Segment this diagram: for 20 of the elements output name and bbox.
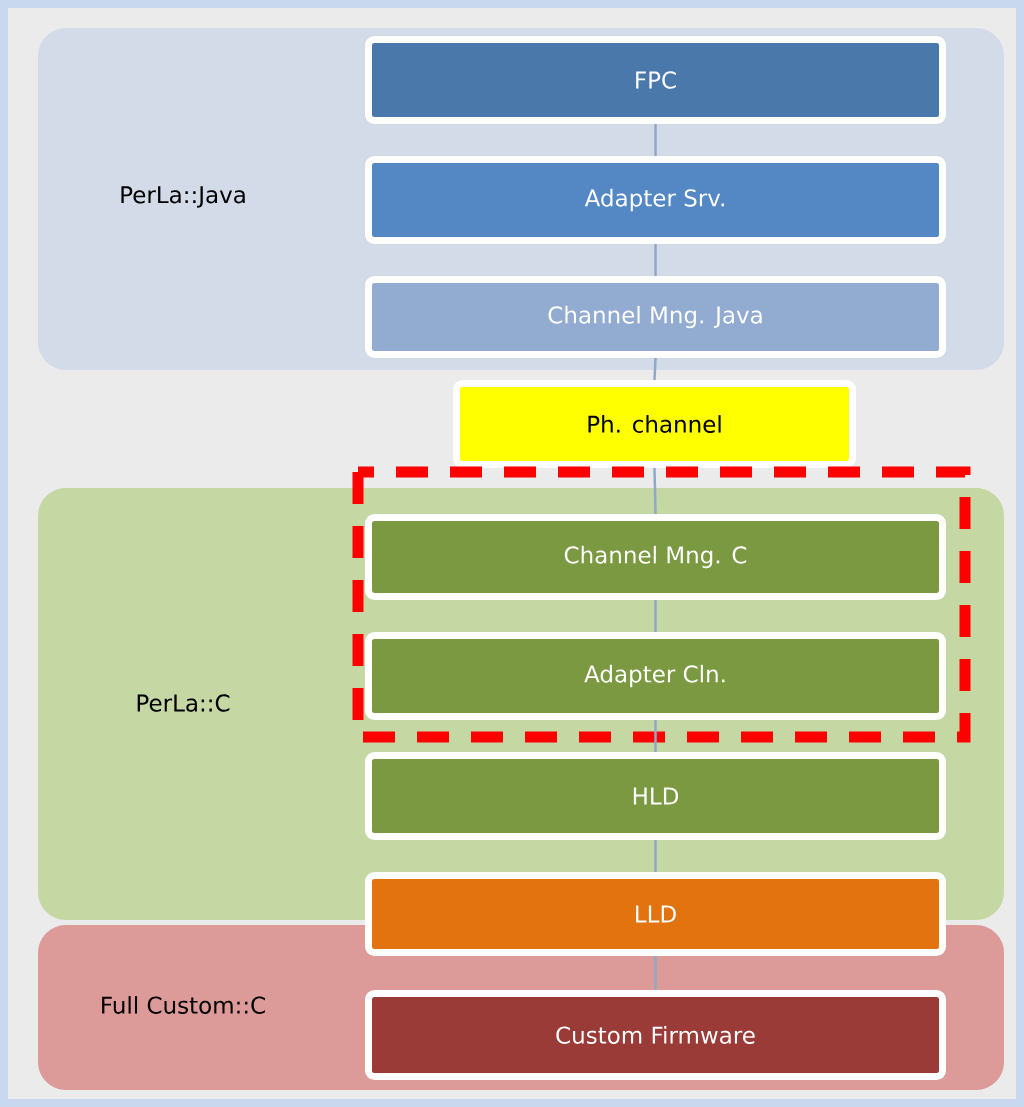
connector-line	[654, 840, 657, 872]
layer-label: Full Custom::C	[102, 996, 265, 1014]
layer-box: Adapter Srv.	[365, 156, 946, 244]
connector-line	[654, 720, 657, 752]
connector-line	[654, 124, 657, 156]
layer-box: Channel Mng. Java	[365, 276, 946, 358]
layer-box: HLD	[365, 752, 946, 840]
layer-box: Adapter Cln.	[365, 632, 946, 720]
connector-line	[654, 600, 657, 632]
connector-line	[654, 244, 657, 276]
connector-line	[654, 956, 657, 990]
connector-line	[653, 357, 657, 381]
layer-label: PerLa::Java	[121, 186, 245, 208]
layer-box: Ph. channel	[453, 380, 856, 468]
layer-box: Channel Mng. C	[365, 514, 946, 600]
connector-line	[653, 468, 657, 515]
layer-box: LLD	[365, 872, 946, 956]
layer-box: FPC	[365, 36, 946, 124]
layer-label: PerLa::C	[137, 694, 230, 712]
layer-box: Custom Firmware	[365, 990, 946, 1080]
